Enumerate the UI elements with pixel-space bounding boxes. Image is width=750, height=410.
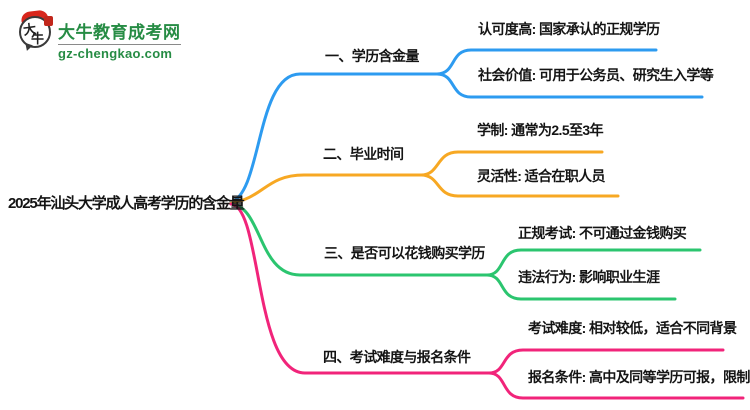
branch4-child2-line [487, 371, 745, 400]
branch2-line [229, 173, 423, 205]
branch1-line [229, 72, 439, 204]
branch4-label: 四、考试难度与报名条件 [323, 349, 471, 365]
logo-domain: gz-chengkao.com [58, 44, 181, 61]
branch4-child1: 考试难度: 相对较低，适合不同背景 [528, 320, 737, 336]
branch1-child1-line [435, 48, 658, 76]
branch3-line [229, 202, 489, 277]
branch1-child1: 认可度高: 国家承认的正规学历 [478, 21, 660, 37]
branch1-label: 一、学历含金量 [325, 48, 419, 64]
logo-bubble-shape [19, 16, 51, 48]
branch3-child1-line [485, 248, 702, 277]
central-topic: 2025年汕头大学成人高考学历的含金量 [8, 195, 245, 212]
branch4-line [229, 202, 491, 375]
logo-site-name: 大牛教育成考网 [58, 23, 181, 42]
logo-seal-stamp [44, 16, 53, 26]
branch2-child1: 学制: 通常为2.5至3年 [477, 122, 604, 138]
branch2-label: 二、毕业时间 [323, 146, 404, 162]
branch3-child2: 违法行为: 影响职业生涯 [518, 269, 660, 285]
branch1-child2: 社会价值: 可用于公务员、研究生入学等 [478, 67, 714, 83]
site-logo: 大 牛 大牛教育成考网 gz-chengkao.com [18, 9, 181, 61]
logo-char-bottom: 牛 [31, 31, 45, 46]
branch1-child2-line [435, 72, 704, 99]
branch3-child2-line [485, 273, 677, 301]
branch2-child2: 灵活性: 适合在职人员 [477, 168, 606, 184]
branch3-child1: 正规考试: 不可通过金钱购买 [518, 225, 687, 241]
logo-text-block: 大牛教育成考网 gz-chengkao.com [58, 12, 181, 61]
branch4-child2: 报名条件: 高中及同等学历可报，限制少 [528, 369, 750, 385]
branch2-child2-line [419, 173, 620, 198]
logo-bull-icon: 大 牛 [18, 9, 54, 53]
branch3-label: 三、是否可以花钱购买学历 [324, 245, 485, 261]
